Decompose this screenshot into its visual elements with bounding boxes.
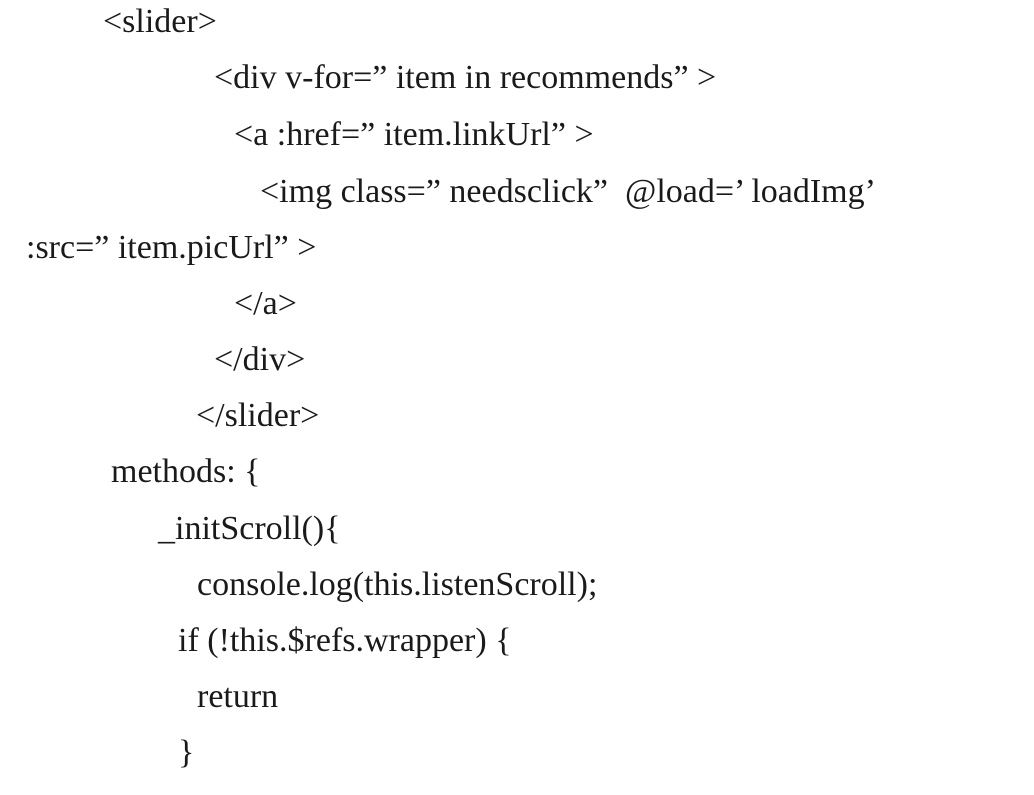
code-line-img-tag: <img class=” needsclick” @load=’ loadImg… xyxy=(260,173,876,210)
code-line-slider-close: </slider> xyxy=(196,397,320,434)
code-line-img-src: :src=” item.picUrl” > xyxy=(26,229,317,266)
code-line-console-log: console.log(this.listenScroll); xyxy=(197,566,598,603)
code-line-div-open: <div v-for=” item in recommends” > xyxy=(214,59,717,96)
code-line-return: return xyxy=(197,678,279,715)
code-line-closing-brace: } xyxy=(178,734,195,771)
code-line-init-scroll: _initScroll(){ xyxy=(158,510,341,547)
code-line-if-statement: if (!this.$refs.wrapper) { xyxy=(178,622,512,659)
code-line-methods: methods: { xyxy=(111,453,261,490)
code-line-slider-open: <slider> xyxy=(103,3,217,40)
code-line-anchor-close: </a> xyxy=(234,285,297,322)
code-line-anchor-open: <a :href=” item.linkUrl” > xyxy=(234,116,594,153)
code-line-div-close: </div> xyxy=(214,341,306,378)
